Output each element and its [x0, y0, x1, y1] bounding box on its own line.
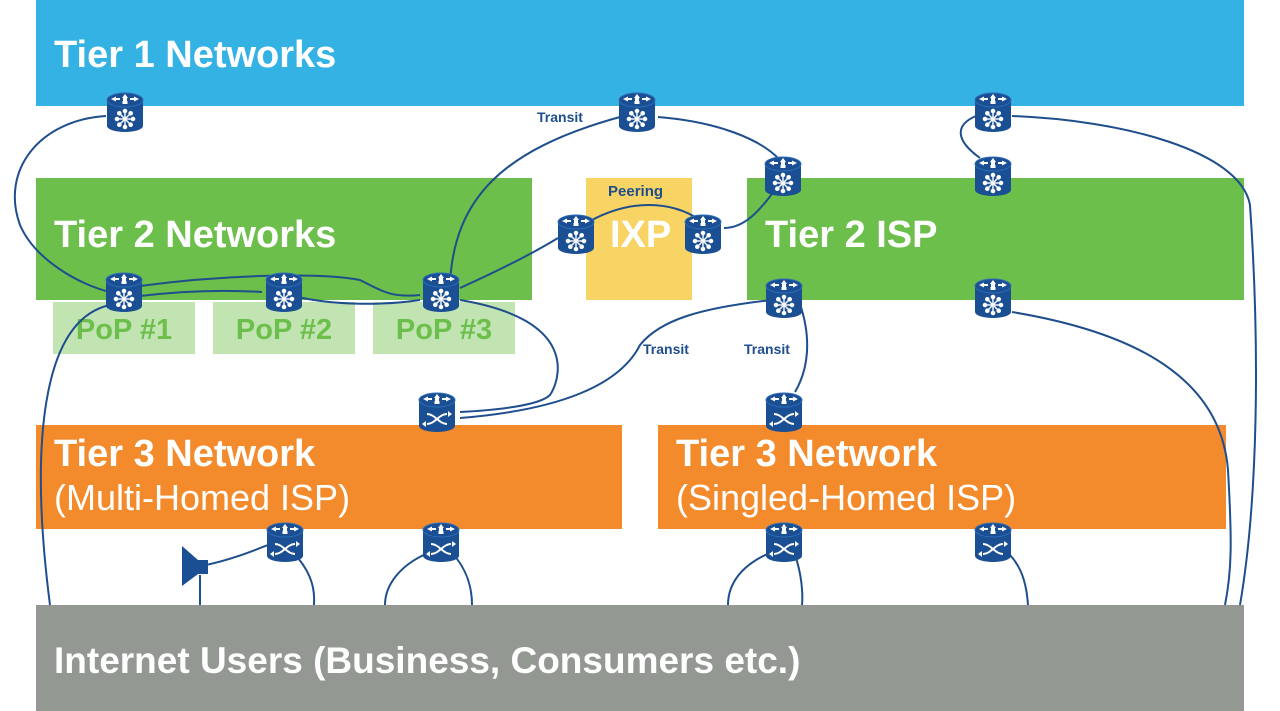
- link-pop1-pop2: [139, 289, 263, 297]
- internet-users-block: Internet Users (Business, Consumers etc.…: [36, 605, 1244, 711]
- router-ixp-left-router-icon[interactable]: [556, 212, 596, 256]
- link-sw3-users-left: [727, 551, 773, 606]
- transit-label-top: Transit: [537, 109, 583, 125]
- switch-tier3-single-top-switch-icon[interactable]: [764, 390, 804, 434]
- ixp-title: IXP: [610, 214, 672, 256]
- link-speaker-switch: [205, 544, 269, 566]
- link-pop3-ixp: [459, 237, 559, 289]
- link-pop1-pop3-upper: [139, 274, 421, 297]
- link-t2isp-t3single-transit: [794, 303, 809, 393]
- tier3-single-subtitle: (Singled-Homed ISP): [676, 477, 1017, 518]
- transit-label-mid-left: Transit: [643, 341, 689, 357]
- link-ixp-peering: [591, 204, 701, 221]
- speaker-icon[interactable]: [180, 544, 212, 588]
- link-t2isp-t3multi-transit: [459, 299, 773, 419]
- router-tier1-right-router-icon[interactable]: [973, 90, 1013, 134]
- switch-tier3-single-bottom-left-switch-icon[interactable]: [764, 520, 804, 564]
- link-t1b-t2isp: [657, 116, 779, 159]
- link-sw2-users-left: [384, 552, 429, 606]
- link-t2isp-users: [1011, 311, 1232, 606]
- tier3-single-title: Tier 3 Network: [676, 433, 938, 475]
- router-pop2-router-icon[interactable]: [264, 270, 304, 314]
- link-t1a-pop1: [14, 115, 111, 293]
- tier2-isp-title: Tier 2 ISP: [765, 214, 938, 256]
- router-ixp-right-router-icon[interactable]: [683, 212, 723, 256]
- tier3-single-homed-block: Tier 3 Network (Singled-Homed ISP): [658, 425, 1226, 529]
- ixp-block: IXP: [586, 178, 692, 300]
- link-pop2-pop3: [293, 295, 421, 305]
- router-tier2-isp-bottom-right-router-icon[interactable]: [973, 276, 1013, 320]
- router-pop1-router-icon[interactable]: [104, 270, 144, 314]
- link-t1c-users: [1011, 115, 1257, 606]
- peering-label: Peering: [608, 183, 664, 200]
- internet-users-title: Internet Users (Business, Consumers etc.…: [54, 640, 801, 681]
- link-pop3-t3multi: [459, 299, 559, 413]
- tier2-networks-title: Tier 2 Networks: [54, 214, 337, 256]
- tier3-multi-subtitle: (Multi-Homed ISP): [54, 477, 351, 518]
- switch-tier3-single-bottom-right-switch-icon[interactable]: [973, 520, 1013, 564]
- router-tier1-center-router-icon[interactable]: [617, 90, 657, 134]
- tier3-multi-homed-block: Tier 3 Network (Multi-Homed ISP): [36, 425, 622, 529]
- link-sw1-users: [297, 557, 316, 606]
- tier1-title: Tier 1 Networks: [54, 34, 337, 76]
- link-pop1-users: [39, 304, 111, 606]
- router-tier2-isp-top-router-icon[interactable]: [763, 154, 803, 198]
- tier1-networks-block: Tier 1 Networks: [36, 0, 1244, 106]
- link-sw4-users: [1009, 554, 1029, 606]
- switch-tier3-multi-bottom-right-switch-icon[interactable]: [421, 520, 461, 564]
- tier3-multi-title: Tier 3 Network: [54, 433, 316, 475]
- link-ixp-t2isp: [723, 189, 776, 229]
- router-tier1-left-router-icon[interactable]: [105, 90, 145, 134]
- router-tier2-isp-bottom-router-icon[interactable]: [764, 276, 804, 320]
- router-pop3-router-icon[interactable]: [421, 270, 461, 314]
- transit-label-mid-right: Transit: [744, 341, 790, 357]
- switch-tier3-multi-bottom-left-switch-icon[interactable]: [265, 520, 305, 564]
- tier2-isp-block: Tier 2 ISP: [747, 178, 1244, 300]
- link-t1c-t2isp: [959, 115, 981, 159]
- switch-tier3-multi-top-switch-icon[interactable]: [417, 390, 457, 434]
- router-tier2-isp-top-right-router-icon[interactable]: [973, 154, 1013, 198]
- link-pop3-t1b-transit: [449, 116, 621, 283]
